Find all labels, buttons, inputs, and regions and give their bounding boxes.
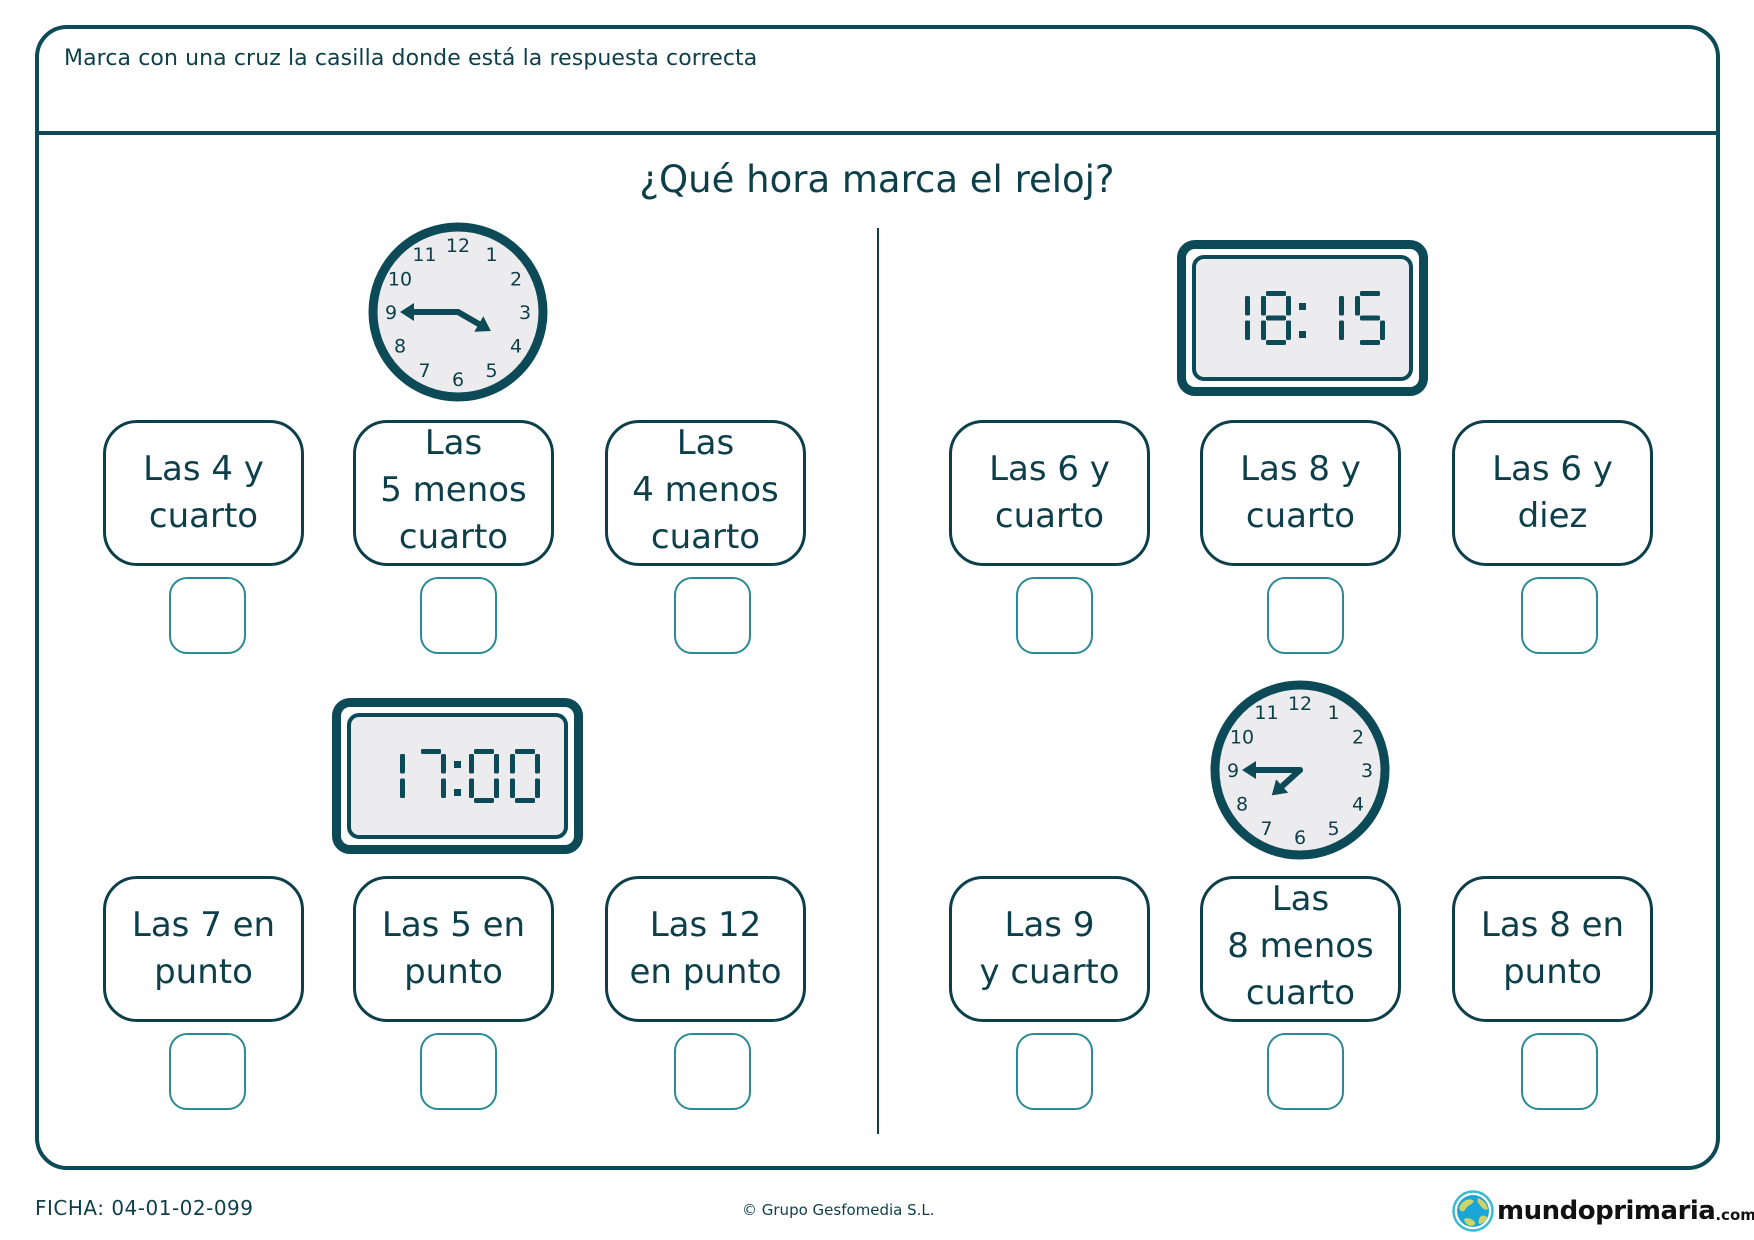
svg-text:5: 5 [485,360,497,382]
instruction-text: Marca con una cruz la casilla donde está… [64,46,758,71]
option-box[interactable]: Las 5 menos cuarto [353,420,554,566]
answer-checkbox[interactable] [1016,577,1093,654]
digital-clock-display [1245,291,1385,345]
svg-text:9: 9 [1227,760,1239,782]
answer-checkbox[interactable] [420,577,497,654]
option-label: Las 4 y cuarto [143,449,264,536]
option-box[interactable]: Las 6 y diez [1452,420,1653,566]
svg-text:12: 12 [1288,693,1312,715]
digital-clock-icon [1177,240,1428,396]
svg-text:3: 3 [519,302,531,324]
option-label: Las 8 y cuarto [1240,449,1361,536]
answer-checkbox[interactable] [1267,577,1344,654]
svg-text:10: 10 [388,269,412,291]
svg-text:6: 6 [1294,827,1306,849]
option-box[interactable]: Las 8 y cuarto [1200,420,1401,566]
svg-text:1: 1 [1327,702,1339,724]
logo-brand: mundoprimaria [1497,1196,1716,1226]
svg-text:4: 4 [1352,794,1364,816]
answer-checkbox[interactable] [169,1033,246,1110]
copyright-text: © Grupo Gesfomedia S.L. [742,1201,935,1219]
svg-text:11: 11 [412,244,436,266]
svg-text:2: 2 [1352,727,1364,749]
answer-checkbox[interactable] [1267,1033,1344,1110]
digital-clock-display [400,749,540,803]
answer-checkbox[interactable] [1016,1033,1093,1110]
answer-checkbox[interactable] [674,577,751,654]
svg-text:1: 1 [485,244,497,266]
svg-text:7: 7 [1260,818,1272,840]
svg-text:8: 8 [1236,794,1248,816]
svg-text:11: 11 [1254,702,1278,724]
svg-text:4: 4 [510,336,522,358]
svg-text:6: 6 [452,369,464,391]
globe-icon [1452,1190,1494,1232]
svg-text:5: 5 [1327,818,1339,840]
option-label: Las 12 en punto [629,905,782,992]
option-box[interactable]: Las 7 en punto [103,876,304,1022]
option-label: Las 7 en punto [131,905,276,992]
answer-checkbox[interactable] [674,1033,751,1110]
question-title: ¿Qué hora marca el reloj? [639,158,1115,201]
column-divider [877,228,879,1134]
option-box[interactable]: Las 6 y cuarto [949,420,1150,566]
svg-text:9: 9 [385,302,397,324]
option-box[interactable]: Las 8 en punto [1452,876,1653,1022]
svg-text:12: 12 [446,235,470,257]
option-box[interactable]: Las 12 en punto [605,876,806,1022]
option-box[interactable]: Las 5 en punto [353,876,554,1022]
mundoprimaria-logo[interactable]: mundoprimaria .com [1452,1189,1754,1233]
option-label: Las 5 en punto [381,905,526,992]
answer-checkbox[interactable] [169,577,246,654]
header-divider [35,131,1720,135]
answer-checkbox[interactable] [1521,577,1598,654]
option-label: Las 5 menos cuarto [380,422,527,557]
option-label: Las 4 menos cuarto [632,422,779,557]
option-box[interactable]: Las 4 menos cuarto [605,420,806,566]
svg-text:7: 7 [418,360,430,382]
worksheet-code: FICHA: 04-01-02-099 [35,1196,254,1220]
option-label: Las 8 en punto [1480,905,1625,992]
answer-checkbox[interactable] [1521,1033,1598,1110]
svg-text:8: 8 [394,336,406,358]
logo-tld: .com [1715,1206,1754,1224]
svg-text:2: 2 [510,269,522,291]
option-label: Las 6 y diez [1492,449,1613,536]
digital-clock-icon [332,698,583,854]
option-box[interactable]: Las 4 y cuarto [103,420,304,566]
option-label: Las 8 menos cuarto [1227,878,1374,1013]
option-label: Las 6 y cuarto [989,449,1110,536]
answer-checkbox[interactable] [420,1033,497,1110]
option-box[interactable]: Las 9 y cuarto [949,876,1150,1022]
svg-text:3: 3 [1361,760,1373,782]
option-box[interactable]: Las 8 menos cuarto [1200,876,1401,1022]
svg-text:10: 10 [1230,727,1254,749]
option-label: Las 9 y cuarto [979,905,1120,992]
digital-clock-screen [347,713,568,839]
worksheet-frame [35,25,1720,1170]
